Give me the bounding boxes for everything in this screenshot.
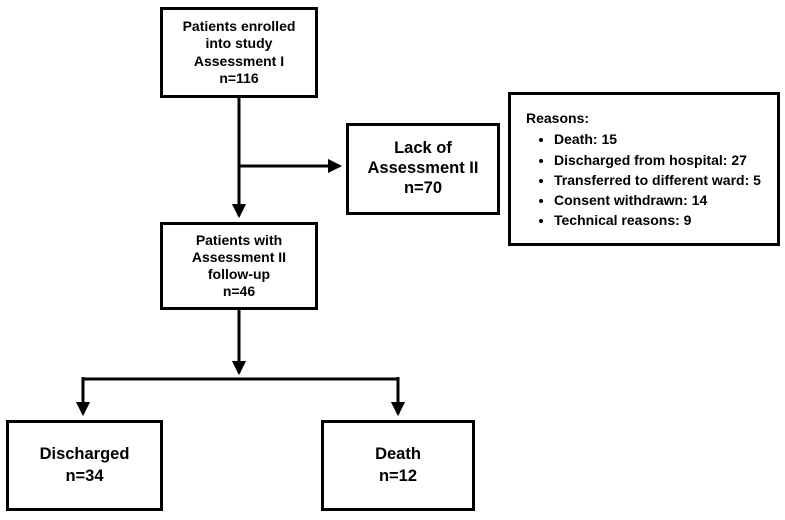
reason-item-death: Death: 15 [554, 129, 767, 149]
reason-item-discharged: Discharged from hospital: 27 [554, 150, 767, 170]
reasons-title: Reasons: [526, 110, 590, 126]
reason-item-technical: Technical reasons: 9 [554, 210, 767, 230]
box-lack-of-assessment-label: Lack of Assessment II n=70 [367, 139, 479, 197]
box-discharged-label: Discharged n=34 [39, 445, 130, 485]
box-reasons: Reasons: Death: 15 Discharged from hospi… [508, 92, 780, 246]
box-discharged: Discharged n=34 [6, 420, 163, 511]
box-patients-enrolled-label: Patients enrolled into study Assessment … [182, 18, 296, 86]
box-patients-followup: Patients with Assessment II follow-up n=… [160, 222, 318, 310]
reason-item-consent: Consent withdrawn: 14 [554, 190, 767, 210]
box-lack-of-assessment: Lack of Assessment II n=70 [346, 123, 500, 215]
reasons-list: Death: 15 Discharged from hospital: 27 T… [526, 129, 767, 230]
box-death: Death n=12 [321, 420, 475, 511]
box-death-label: Death n=12 [375, 445, 421, 485]
reason-item-transferred: Transferred to different ward: 5 [554, 170, 767, 190]
box-patients-enrolled: Patients enrolled into study Assessment … [160, 7, 318, 98]
box-patients-followup-label: Patients with Assessment II follow-up n=… [191, 231, 287, 300]
